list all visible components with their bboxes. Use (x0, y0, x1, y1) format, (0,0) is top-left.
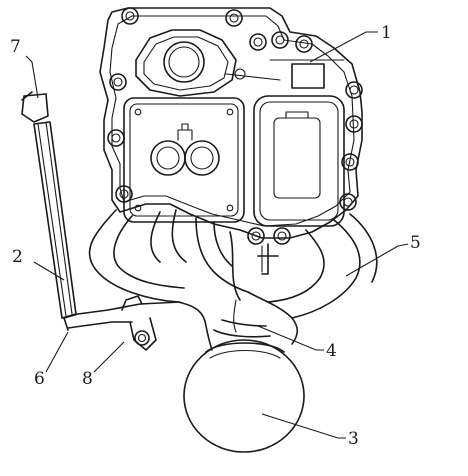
filter-canister (183, 339, 305, 453)
mounting-bolts (107, 7, 363, 245)
callout-3: 3 (348, 429, 359, 449)
leader-lines (25, 31, 409, 439)
hose-assembly (88, 209, 378, 351)
callout-4: 4 (326, 341, 337, 361)
callout-6: 6 (34, 369, 45, 389)
callout-1: 1 (381, 23, 392, 43)
bracket (63, 295, 181, 351)
callout-2: 2 (12, 247, 23, 267)
sensor-panel (123, 97, 245, 223)
upper-port (135, 29, 281, 97)
callout-7: 7 (10, 37, 21, 57)
pipe (21, 91, 77, 319)
callout-labels: 1 2 3 4 5 6 7 8 (10, 23, 421, 449)
housing (99, 7, 363, 239)
callout-5: 5 (410, 233, 421, 253)
callout-8: 8 (82, 369, 93, 389)
connector-pocket (253, 59, 345, 227)
